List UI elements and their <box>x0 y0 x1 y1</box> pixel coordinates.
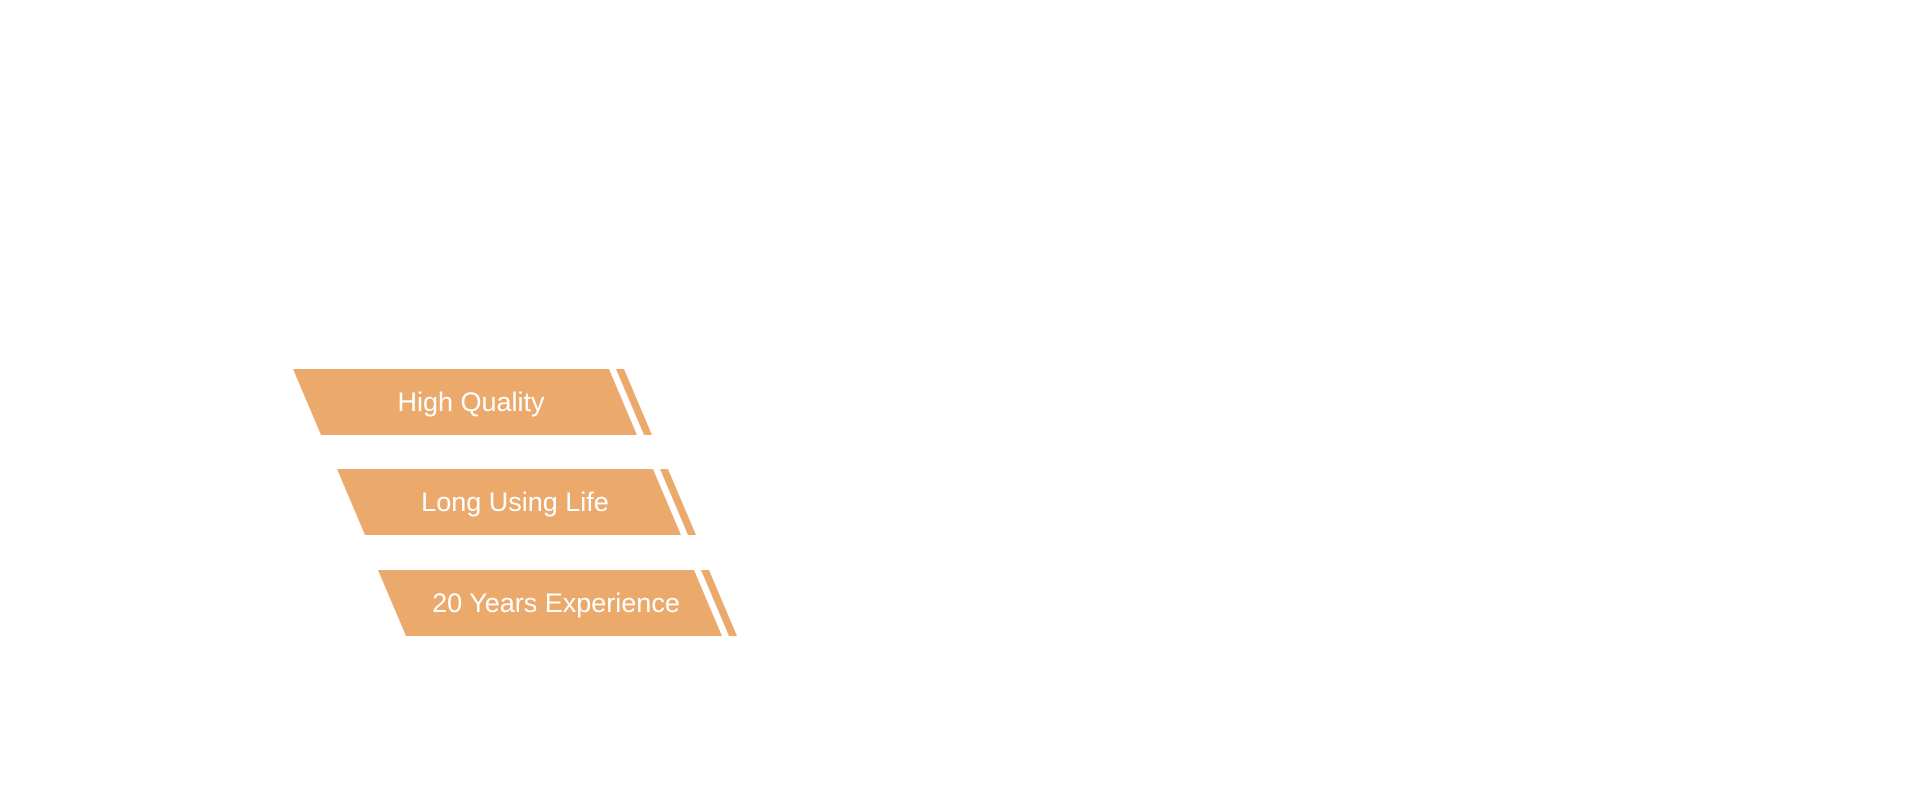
feature-ribbon-20-years-experience: 20 Years Experience <box>378 570 838 636</box>
ribbon-stripe <box>701 570 737 636</box>
ribbon-shape <box>293 369 652 435</box>
ribbon-label: Long Using Life <box>421 487 609 517</box>
ribbon-body <box>293 369 637 435</box>
feature-ribbon-long-using-life: Long Using Life <box>337 469 797 535</box>
ribbon-stripe <box>660 469 696 535</box>
ribbon-body <box>337 469 681 535</box>
ribbon-shape <box>337 469 696 535</box>
ribbon-body <box>378 570 722 636</box>
ribbon-label: 20 Years Experience <box>432 588 680 618</box>
ribbon-stripe <box>616 369 652 435</box>
feature-ribbon-high-quality: High Quality <box>293 369 753 435</box>
ribbon-shape <box>378 570 737 636</box>
ribbon-label: High Quality <box>397 387 545 417</box>
